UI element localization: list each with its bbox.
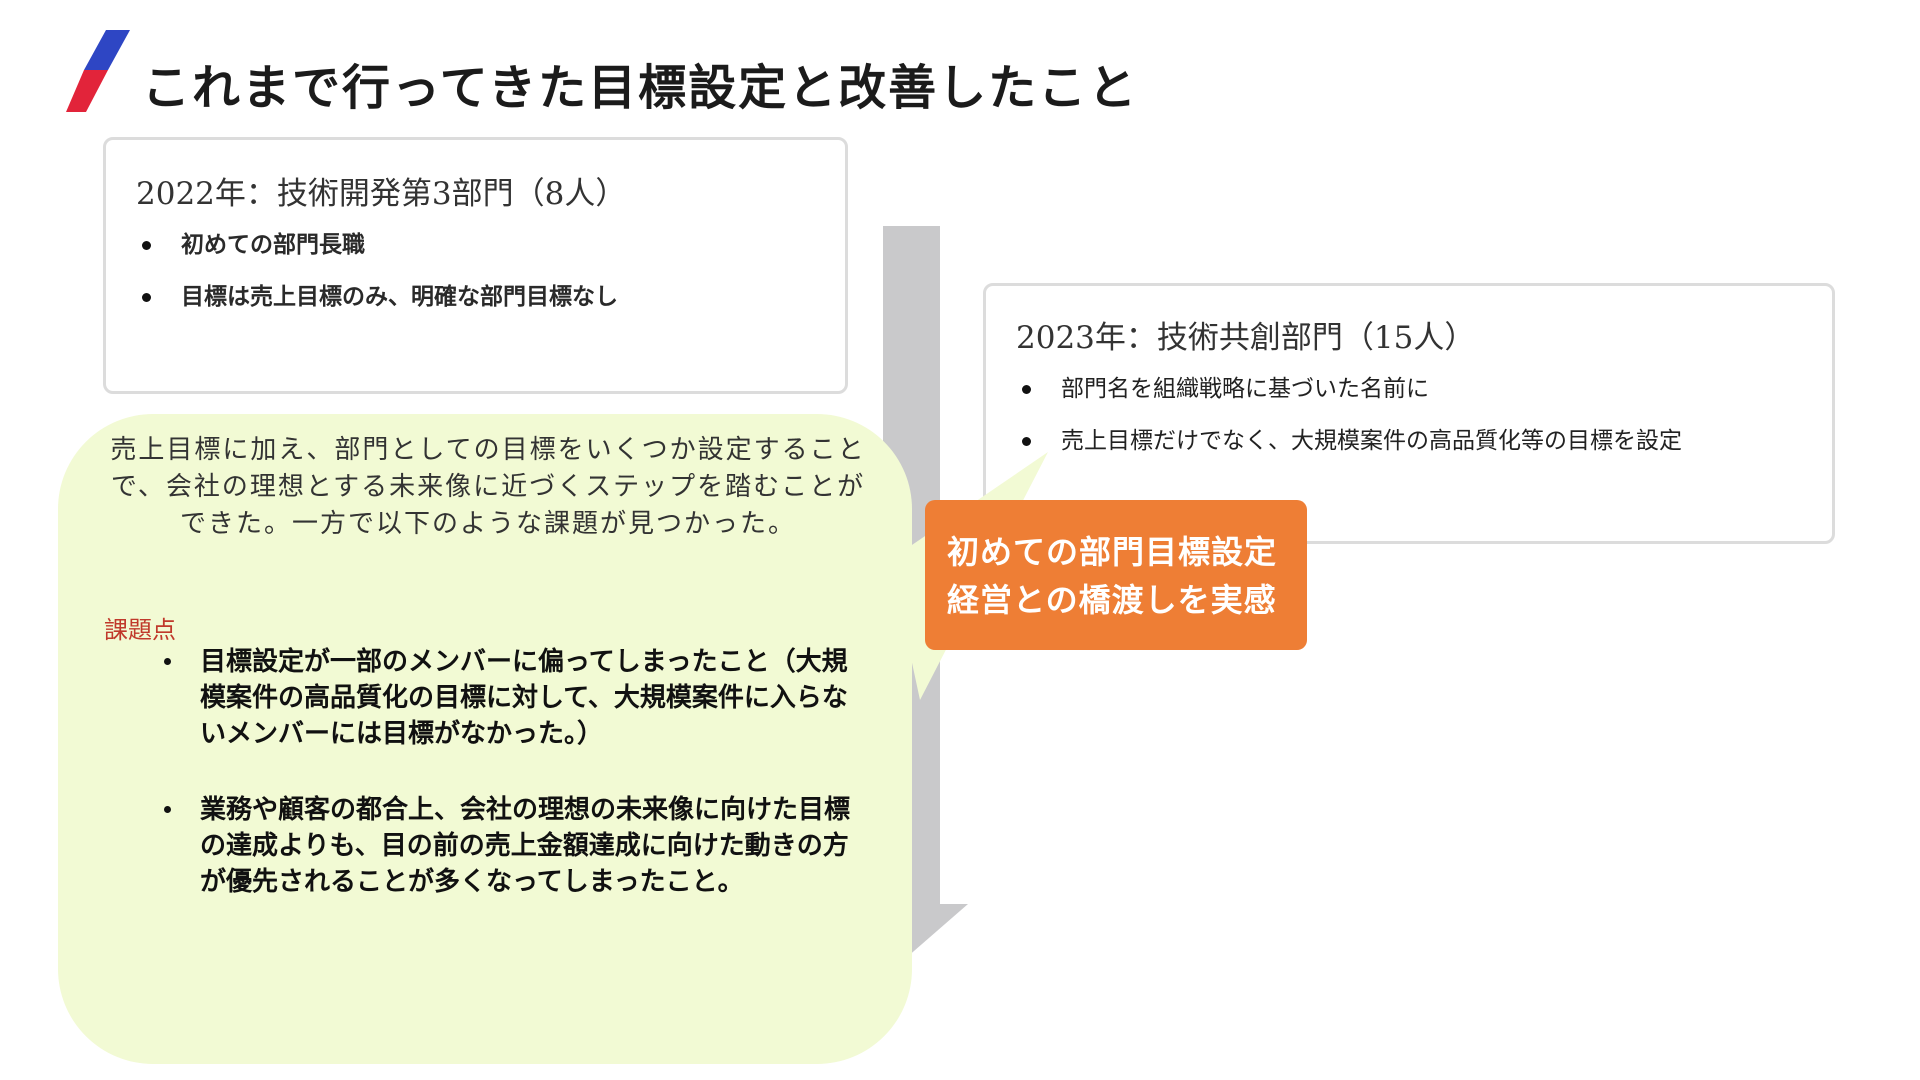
card-2022: 2022年：技術開発第3部門（8人） 初めての部門長職 目標は売上目標のみ、明確… <box>103 137 848 394</box>
list-item: 業務や顧客の都合上、会社の理想の未来像に向けた目標の達成よりも、目の前の売上金額… <box>158 792 858 900</box>
card-2023-heading: 2023年：技術共創部門（15人） <box>1016 320 1476 356</box>
highlight-line-2: 経営との橋渡しを実感 <box>947 581 1277 619</box>
card-2023-list: 部門名を組織戦略に基づいた名前に 売上目標だけでなく、大規模案件の高品質化等の目… <box>1016 376 1682 480</box>
title-accent-slash-icon <box>66 30 130 112</box>
list-item-text: 売上目標だけでなく、大規模案件の高品質化等の目標を設定 <box>1061 428 1682 454</box>
highlight-line-1: 初めての部門目標設定 <box>947 533 1278 571</box>
bubble-intro-text: 売上目標に加え、部門としての目標をいくつか設定することで、会社の理想とする未来像… <box>110 435 866 539</box>
reflection-bubble: 売上目標に加え、部門としての目標をいくつか設定することで、会社の理想とする未来像… <box>58 414 912 1064</box>
list-item: 初めての部門長職 <box>136 232 618 284</box>
bullet-icon <box>142 241 151 250</box>
list-item-text: 目標は売上目標のみ、明確な部門目標なし <box>181 284 618 310</box>
bullet-icon <box>1022 385 1031 394</box>
card-2022-heading: 2022年：技術開発第3部門（8人） <box>136 176 627 212</box>
issues-label: 課題点 <box>104 616 176 644</box>
list-item: 目標は売上目標のみ、明確な部門目標なし <box>136 284 618 336</box>
card-2022-list: 初めての部門長職 目標は売上目標のみ、明確な部門目標なし <box>136 232 618 336</box>
page-title: これまで行ってきた目標設定と改善したこと <box>142 60 1139 116</box>
issue-text: 目標設定が一部のメンバーに偏ってしまったこと（大規模案件の高品質化の目標に対して… <box>200 647 848 749</box>
bullet-icon <box>164 658 171 665</box>
issue-list: 目標設定が一部のメンバーに偏ってしまったこと（大規模案件の高品質化の目標に対して… <box>158 644 858 940</box>
list-item: 売上目標だけでなく、大規模案件の高品質化等の目標を設定 <box>1016 428 1682 480</box>
highlight-label: 初めての部門目標設定 経営との橋渡しを実感 <box>925 500 1307 650</box>
list-item-text: 部門名を組織戦略に基づいた名前に <box>1061 376 1429 402</box>
bullet-icon <box>1022 437 1031 446</box>
list-item-text: 初めての部門長職 <box>181 232 365 258</box>
bullet-icon <box>142 293 151 302</box>
list-item: 部門名を組織戦略に基づいた名前に <box>1016 376 1682 428</box>
bullet-icon <box>164 806 171 813</box>
list-item: 目標設定が一部のメンバーに偏ってしまったこと（大規模案件の高品質化の目標に対して… <box>158 644 858 752</box>
issue-text: 業務や顧客の都合上、会社の理想の未来像に向けた目標の達成よりも、目の前の売上金額… <box>200 795 851 897</box>
